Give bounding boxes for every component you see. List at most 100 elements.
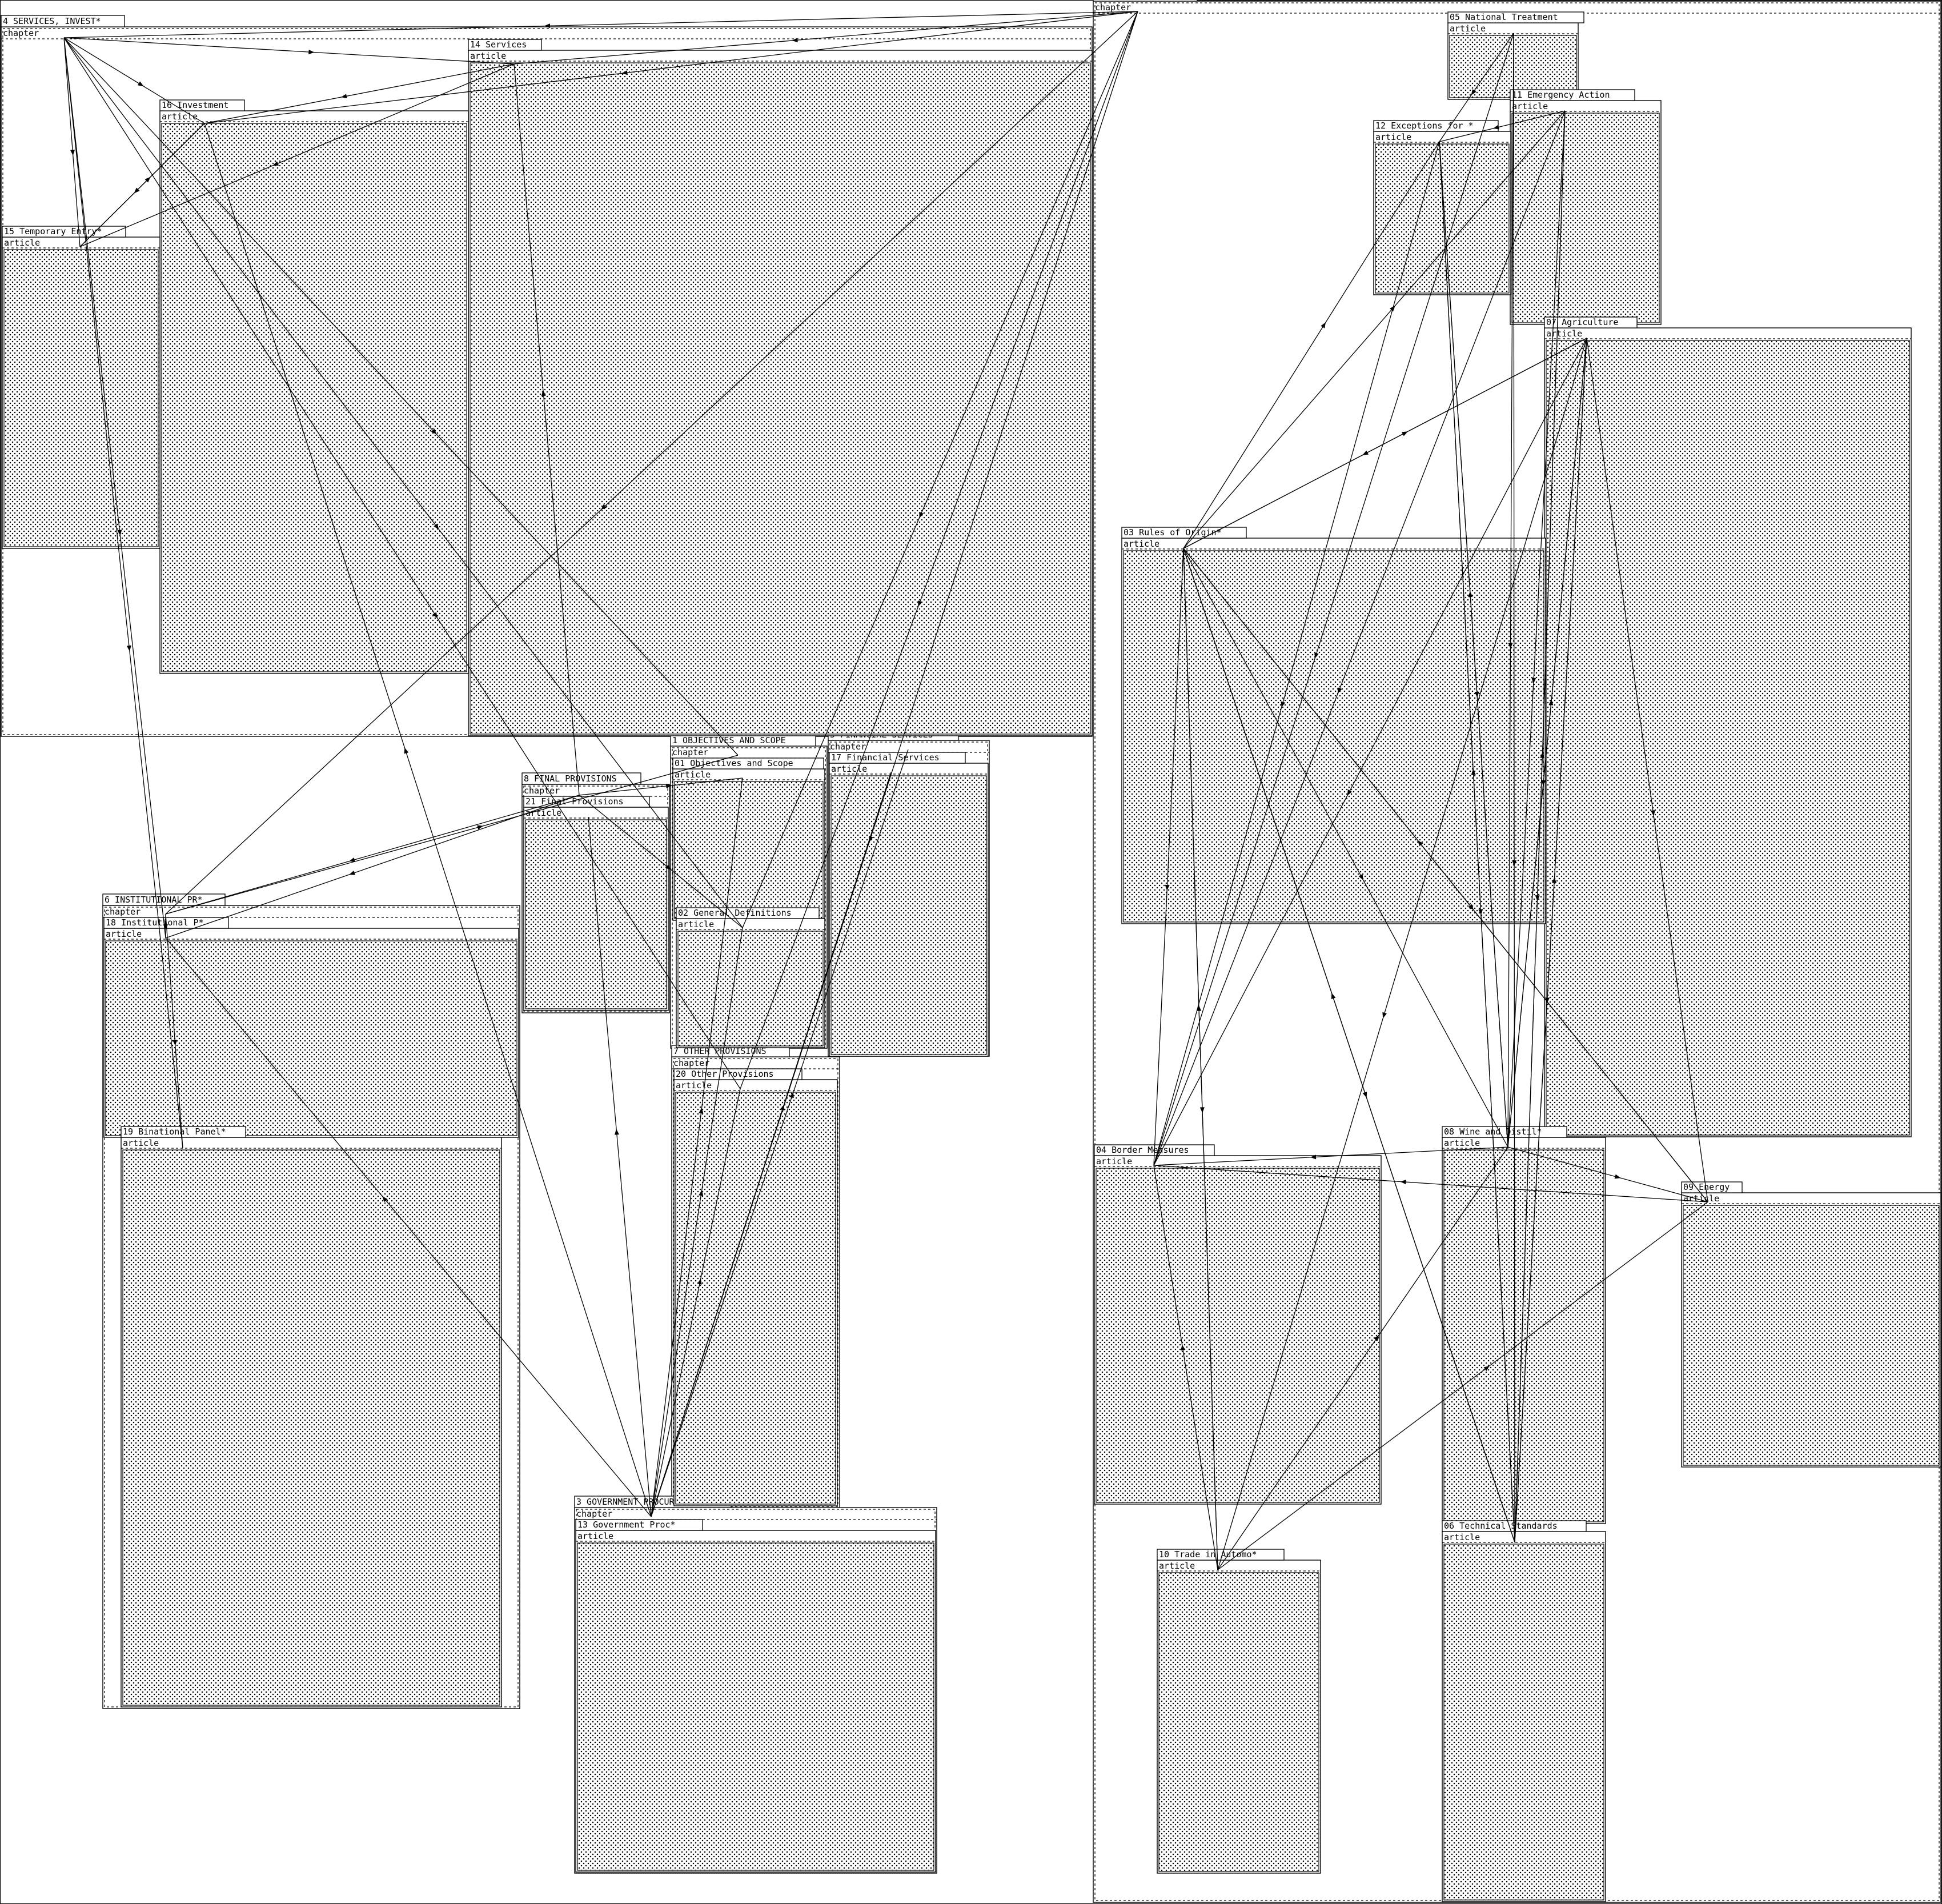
edge-c4-a19 [63,37,183,1149]
edge-line [651,749,909,1517]
article-stripe-label: article [1444,1532,1480,1542]
edge-c2-a14 [513,11,1138,65]
article-stripe-label: article [1124,539,1159,549]
edge-arrowhead [601,504,607,510]
edge-arrowhead [145,177,151,183]
chapter-stripe-label: chapter [672,747,708,757]
edge-arrowhead [699,1107,704,1114]
article-body-pattern [1123,550,1544,923]
edge-a11-a04 [1153,110,1566,1166]
chapter-title: 2 TRADE IN GOODS [1095,0,1178,1]
edge-line [63,37,741,1089]
edge-line [63,37,166,939]
edge-line [1507,110,1566,1148]
edge-a07-a10 [1217,338,1587,1570]
edge-a14-a16 [204,63,515,124]
edge-line [588,816,652,1517]
edge-line [1153,548,1184,1166]
edge-arrowhead [1197,1005,1202,1011]
edge-line [165,913,183,1149]
edge-line [165,795,580,915]
article-body-pattern [830,775,987,1055]
edge-line [742,11,1138,928]
edge-arrowhead [780,1104,785,1111]
article-body-pattern [3,249,159,547]
edge-arrowhead [544,23,551,29]
edge-arrowhead [1281,701,1286,708]
edge-a03-a08 [1183,548,1508,1148]
article-title: 21 Final Provisions [525,796,624,807]
article-stripe-label: article [1159,1561,1195,1571]
edge-line [1439,141,1508,1148]
article-body-pattern [1443,1149,1604,1522]
article-title: 07 Agriculture [1546,317,1618,327]
edge-c2-c4 [63,11,1138,38]
article-stripe-label: article [4,238,40,248]
edge-line [740,11,1138,1089]
article-title: 01 Objectives and Scope [675,758,793,768]
edge-c3-a16 [204,123,652,1517]
edge-line [1183,338,1587,549]
edge-arrowhead [1347,789,1352,796]
chapter-stripe-label: chapter [673,1058,709,1068]
edge-arrowhead [432,612,438,619]
edge-arrowhead [1314,652,1319,659]
edge-c4-a18 [63,37,166,939]
article-body-pattern [1158,1572,1319,1872]
edge-c2-a16 [204,11,1138,124]
edge-c6-c1 [165,755,739,915]
edge-c2-a02 [742,11,1138,928]
article-body-pattern [1546,340,1910,1136]
edge-c3-c5 [651,749,909,1517]
edge-line [651,1088,741,1517]
article-tab [1121,527,1247,539]
edge-arrowhead [137,81,144,87]
article-title: 12 Exceptions for * [1375,121,1474,131]
edge-arrowhead [1362,450,1369,455]
edge-line [513,11,1138,65]
edge-line [1153,1165,1218,1570]
edge-line [1153,1147,1508,1166]
edge-arrowhead [1512,860,1517,867]
edge-arrowhead [1321,322,1326,328]
edge-layer [63,11,1708,1570]
article-stripe-label: article [470,51,506,61]
edge-c8-c6 [165,795,580,915]
edge-line [1183,548,1218,1570]
edge-a06-a03 [1183,548,1515,1543]
article-tab [159,99,245,111]
article-tab [672,757,824,769]
edge-a09-a03 [1183,548,1708,1202]
edge-arrowhead [404,747,409,754]
edge-line [1153,33,1514,1166]
article-body-pattern [1511,113,1660,323]
edge-a11-a12 [1439,110,1566,142]
article-title: 10 Trade in Automo* [1159,1549,1257,1560]
article-tab [575,1519,703,1531]
edge-arrowhead [1374,1334,1379,1341]
edge-c4-c1 [63,37,739,756]
